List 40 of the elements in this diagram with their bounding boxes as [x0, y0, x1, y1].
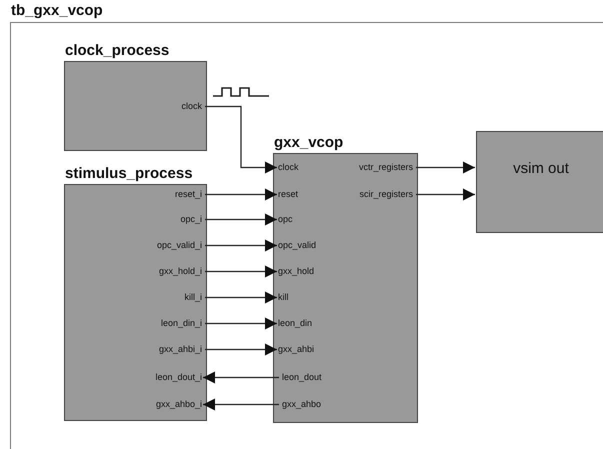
- port-label: gxx_ahbi_i: [158, 344, 202, 355]
- port-label: opc_i: [180, 214, 202, 225]
- port-label: clock: [181, 101, 202, 112]
- port-label: leon_din: [278, 318, 312, 329]
- port-label: kill: [278, 292, 288, 303]
- block-label: vsim out: [512, 160, 570, 177]
- arrow: [205, 106, 277, 174]
- port-label: opc_valid: [278, 240, 316, 251]
- port-label: reset: [278, 189, 298, 200]
- port-label: leon_din_i: [160, 318, 202, 329]
- arrow: [205, 188, 277, 200]
- port-label: reset_i: [174, 189, 202, 200]
- arrow: [205, 266, 277, 278]
- port-label: clock: [278, 162, 299, 173]
- arrow: [203, 372, 279, 384]
- port-label: leon_dout: [282, 372, 322, 383]
- port-label: kill_i: [184, 292, 202, 303]
- arrow: [203, 398, 279, 410]
- port-label: vctr_registers: [358, 162, 413, 173]
- block-box: [476, 131, 603, 233]
- port-label: opc: [278, 214, 293, 225]
- arrow: [205, 214, 277, 226]
- port-label: opc_valid_i: [156, 240, 202, 251]
- port-label: gxx_hold_i: [158, 266, 202, 277]
- block-title: tb_gxx_vcop: [11, 2, 103, 19]
- port-label: gxx_hold: [278, 266, 314, 277]
- port-label: leon_dout_i: [155, 372, 202, 383]
- port-label: gxx_ahbo: [282, 399, 322, 410]
- port-label: scir_registers: [359, 189, 413, 200]
- arrow: [205, 344, 277, 356]
- block-title: clock_process: [65, 42, 170, 59]
- arrow: [416, 188, 475, 200]
- arrow: [205, 292, 277, 304]
- port-label: gxx_ahbo_i: [156, 399, 202, 410]
- arrow: [205, 240, 277, 252]
- arrow: [416, 162, 475, 174]
- arrow: [205, 318, 277, 330]
- port-label: gxx_ahbi: [278, 344, 314, 355]
- block-title: gxx_vcop: [274, 134, 344, 151]
- block-title: stimulus_process: [65, 165, 193, 182]
